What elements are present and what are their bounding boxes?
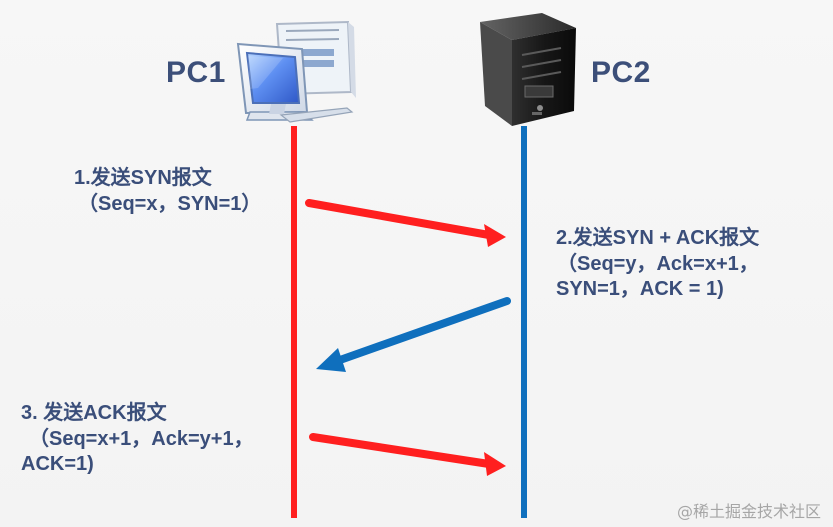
step3-line2: （Seq=x+1，Ack=y+1， <box>29 427 254 450</box>
step1-text: 1.发送SYN报文 （Seq=x，SYN=1） <box>74 166 261 217</box>
pc2-label: PC2 <box>591 56 651 89</box>
desktop-computer-icon <box>236 20 356 123</box>
watermark-text: @稀土掘金技术社区 <box>676 502 821 521</box>
step2-text: 2.发送SYN + ACK报文 （Seq=y，Ack=x+1， SYN=1，AC… <box>556 226 759 303</box>
step3-line3: ACK=1) <box>21 453 94 476</box>
syn-arrow <box>305 199 506 247</box>
syn-ack-arrow <box>316 297 511 372</box>
step3-line1: 3. 发送ACK报文 <box>21 402 167 424</box>
step3-text: 3. 发送ACK报文 （Seq=x+1，Ack=y+1， ACK=1) <box>21 401 254 478</box>
step2-line3: SYN=1，ACK = 1) <box>556 278 724 301</box>
step2-line2: （Seq=y，Ack=x+1， <box>557 252 759 275</box>
server-tower-icon <box>480 13 576 126</box>
step1-line1: 1.发送SYN报文 <box>74 167 212 189</box>
step2-line1: 2.发送SYN + ACK报文 <box>556 227 760 249</box>
step1-line2: （Seq=x，SYN=1） <box>78 192 262 215</box>
ack-arrow <box>309 433 506 476</box>
pc1-label: PC1 <box>166 56 226 89</box>
